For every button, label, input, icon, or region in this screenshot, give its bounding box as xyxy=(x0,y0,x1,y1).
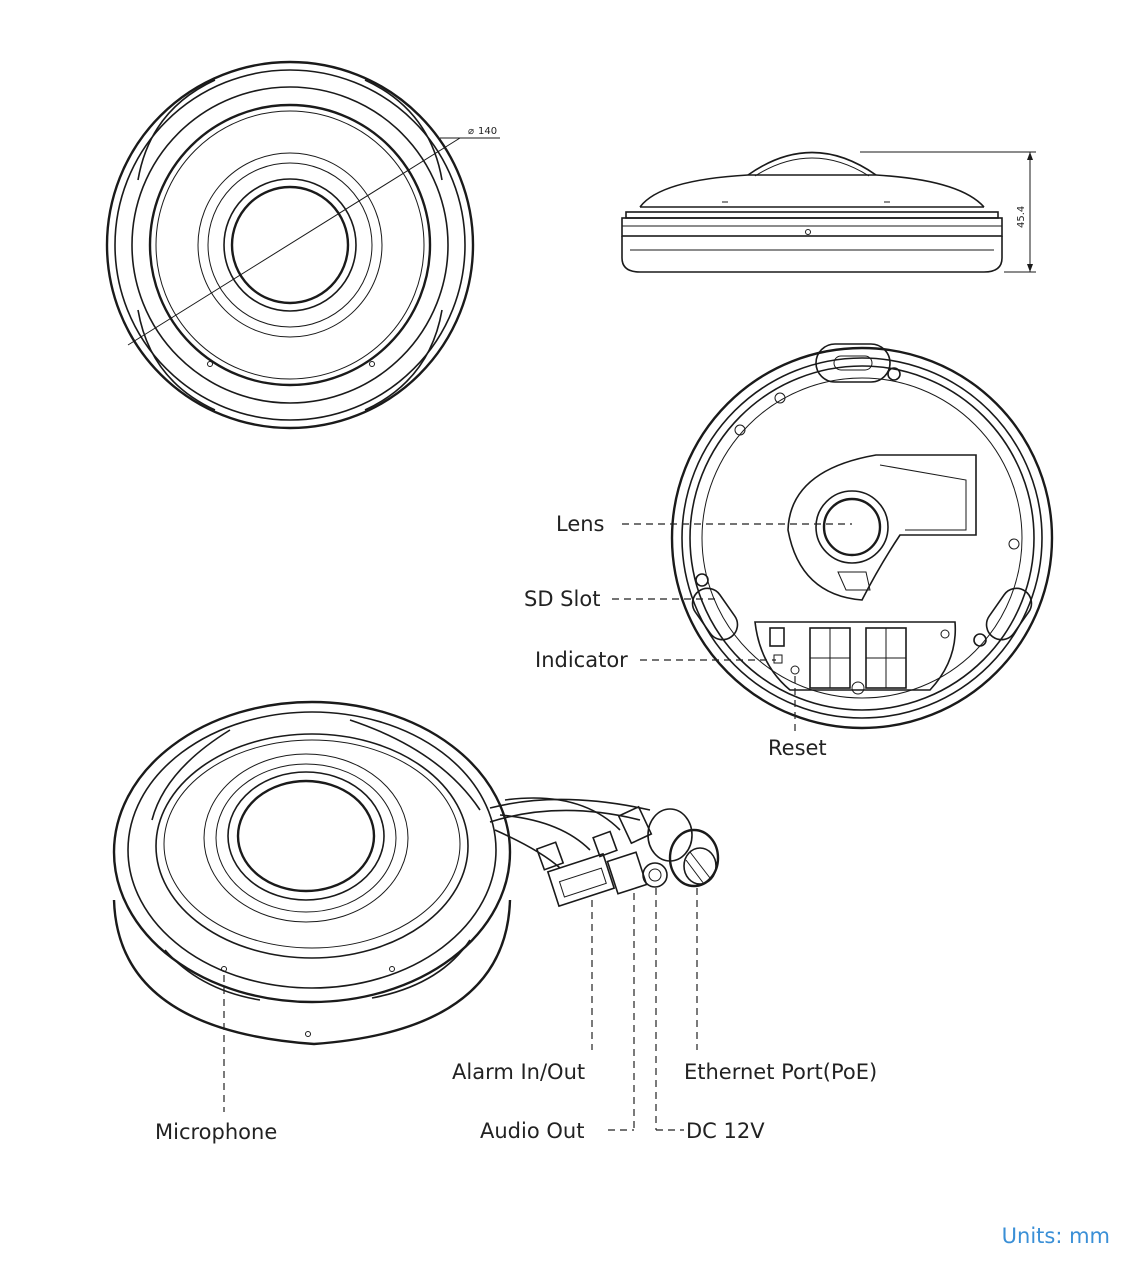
alarm-label: Alarm In/Out xyxy=(452,1060,585,1084)
units-note: Units: mm xyxy=(1001,1224,1110,1248)
top-view xyxy=(105,60,500,430)
diameter-symbol: ⌀ xyxy=(468,126,474,137)
side-view xyxy=(621,151,1036,273)
diameter-value: 140 xyxy=(478,126,497,137)
perspective-view xyxy=(112,700,720,1046)
indicator-label: Indicator xyxy=(535,648,628,672)
microphone-label: Microphone xyxy=(155,1120,277,1144)
reset-label: Reset xyxy=(768,736,827,760)
height-value: 45.4 xyxy=(1016,206,1027,228)
audio-out-label: Audio Out xyxy=(480,1119,584,1143)
ethernet-label: Ethernet Port(PoE) xyxy=(684,1060,877,1084)
sd-slot-label: SD Slot xyxy=(524,587,600,611)
lens-label: Lens xyxy=(556,512,605,536)
bottom-view xyxy=(670,343,1054,730)
dc-label: DC 12V xyxy=(686,1119,765,1143)
